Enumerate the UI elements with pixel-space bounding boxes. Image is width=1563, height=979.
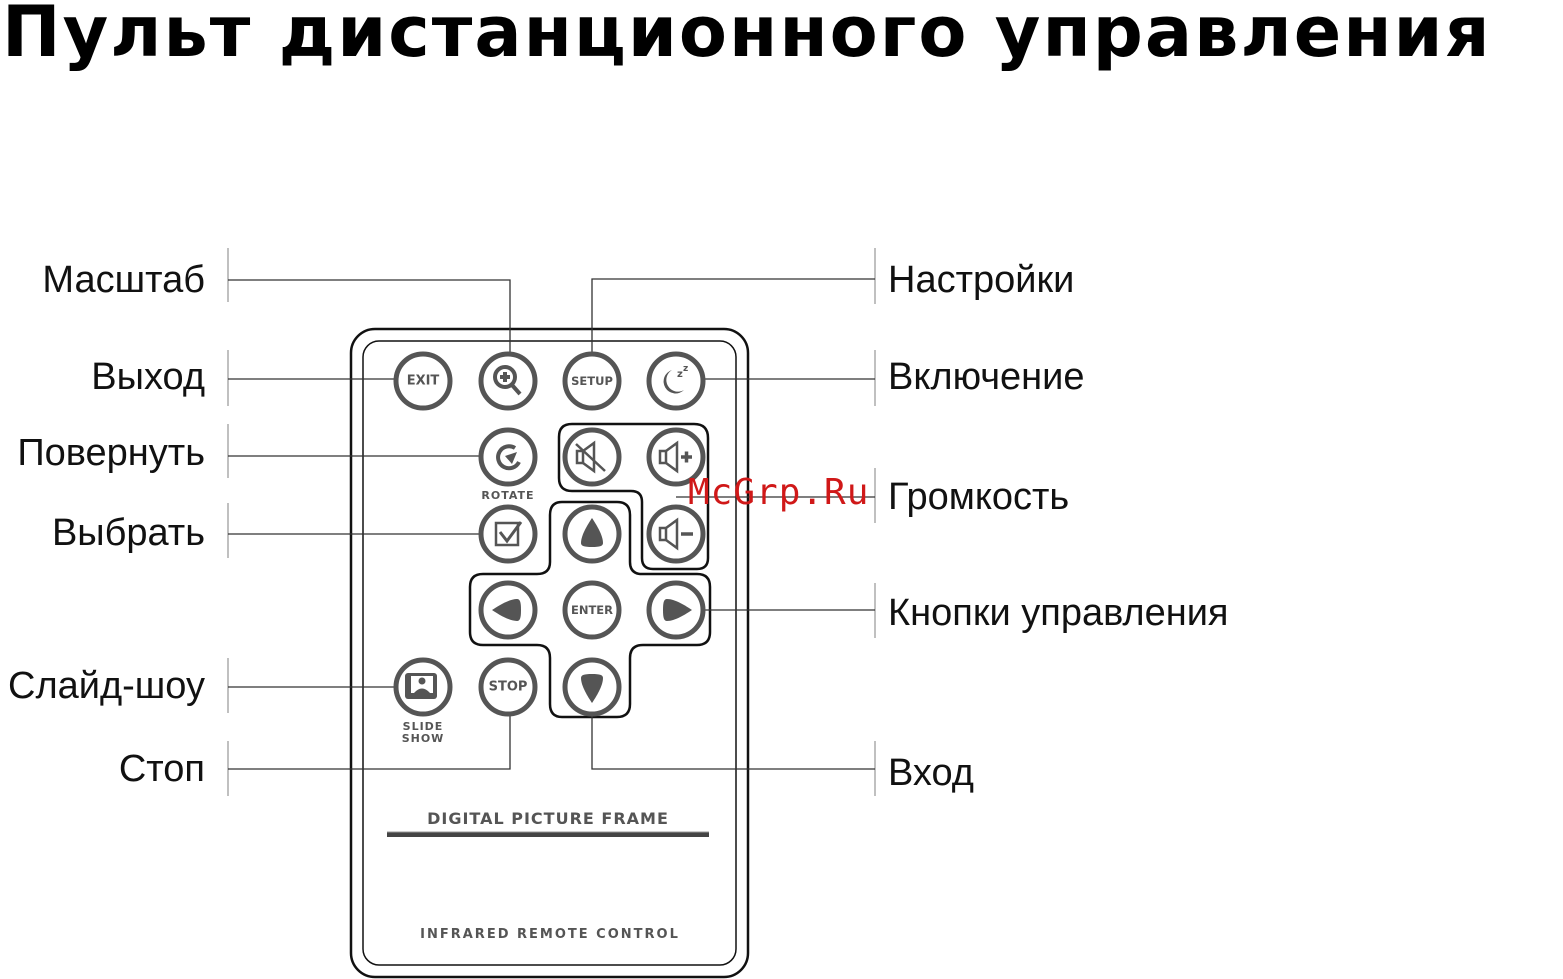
slideshow-button[interactable] bbox=[396, 660, 450, 714]
exit-button-label: EXIT bbox=[407, 374, 440, 389]
infrared-caption: INFRARED REMOTE CONTROL bbox=[420, 927, 680, 942]
watermark: McGrp.Ru bbox=[688, 473, 869, 513]
slideshow-caption-show: SHOW bbox=[402, 732, 445, 745]
zoom-button[interactable] bbox=[481, 354, 535, 408]
stop-button[interactable]: STOP bbox=[481, 660, 535, 714]
down-button[interactable] bbox=[565, 660, 619, 714]
volume-down-button[interactable] bbox=[649, 507, 703, 561]
select-button[interactable] bbox=[481, 507, 535, 561]
frame-divider bbox=[387, 832, 709, 837]
enter-button-label: ENTER bbox=[571, 603, 613, 617]
right-button[interactable] bbox=[649, 583, 703, 637]
stop-button-label: STOP bbox=[489, 680, 528, 695]
setup-button[interactable]: SETUP bbox=[565, 354, 619, 408]
mute-button[interactable] bbox=[565, 430, 619, 484]
exit-button[interactable]: EXIT bbox=[396, 354, 450, 408]
rotate-caption: ROTATE bbox=[481, 489, 534, 502]
slideshow-icon bbox=[405, 673, 437, 699]
rotate-button[interactable] bbox=[481, 430, 535, 484]
power-button[interactable]: z z bbox=[649, 354, 703, 408]
enter-button[interactable]: ENTER bbox=[565, 583, 619, 637]
frame-caption: DIGITAL PICTURE FRAME bbox=[427, 809, 669, 828]
up-button[interactable] bbox=[565, 507, 619, 561]
left-button[interactable] bbox=[481, 583, 535, 637]
svg-text:z: z bbox=[683, 364, 688, 374]
setup-button-label: SETUP bbox=[571, 374, 613, 388]
